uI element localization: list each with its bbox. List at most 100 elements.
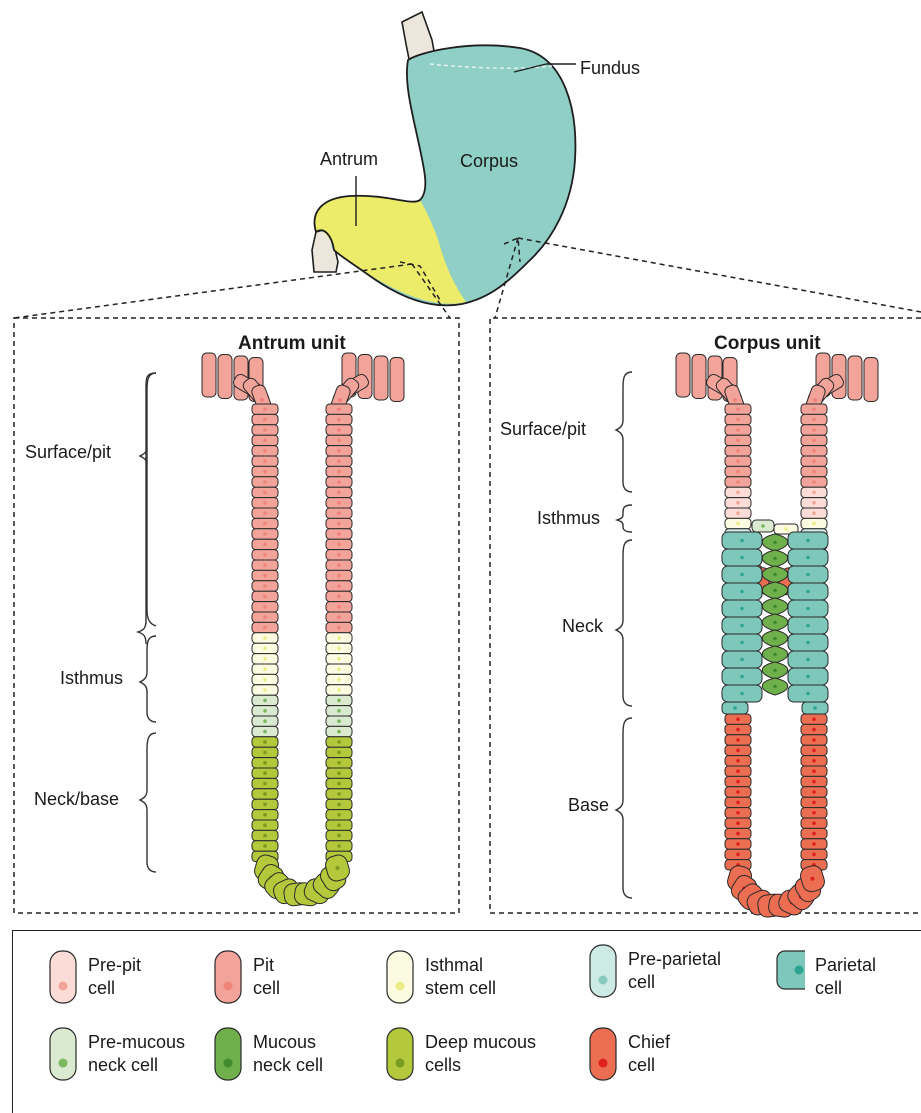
- corpus-neck-parietal-left-cell-nucleus: [740, 692, 744, 696]
- antrum-region-surface-pit-label: Surface/pit: [25, 442, 111, 462]
- antrum-right-cell-nucleus: [337, 823, 341, 827]
- antrum-fan-right-cell: [390, 358, 404, 402]
- antrum-right-cell-nucleus: [337, 605, 341, 609]
- corpus-base-chief-right-cell-nucleus: [812, 749, 816, 753]
- corpus-base-chief-right-cell-nucleus: [812, 801, 816, 805]
- corpus-neck-parietal-right-cell-nucleus: [806, 624, 810, 628]
- parietal-cell-icon: [775, 949, 805, 1007]
- antrum-unit-title: Antrum unit: [238, 333, 346, 354]
- legend-item-isthmal-stem-cell: Isthmal stem cell: [385, 949, 496, 1007]
- corpus-label: Corpus: [460, 151, 518, 171]
- corpus-neck-mucous-cell-nucleus: [773, 685, 777, 689]
- antrum-left-cell-nucleus: [263, 418, 267, 422]
- antrum-right-cell-nucleus: [337, 553, 341, 557]
- antrum-left-cell-nucleus: [263, 834, 267, 838]
- corpus-base-chief-right-cell-nucleus: [812, 738, 816, 742]
- pit-cell-icon: [213, 949, 243, 1007]
- antrum-right-cell-nucleus: [337, 532, 341, 536]
- legend-label: Pre-parietal cell: [628, 948, 721, 994]
- antrum-right-cell-nucleus: [337, 439, 341, 443]
- corpus-right-cell-nucleus: [812, 407, 816, 411]
- antrum-right-cell-nucleus: [337, 449, 341, 453]
- mucous-neck-cell-nucleus: [224, 1059, 233, 1068]
- antrum-right-cell-nucleus: [337, 563, 341, 567]
- corpus-base-chief-right-cell-nucleus: [812, 832, 816, 836]
- antrum-left-cell-nucleus: [263, 491, 267, 495]
- antrum-left-cell-nucleus: [263, 543, 267, 547]
- antrum-left-cell-nucleus: [263, 428, 267, 432]
- corpus-fan-right-cell: [848, 356, 862, 400]
- chief-cell-nucleus: [599, 1059, 608, 1068]
- antrum-right-cell-nucleus: [337, 678, 341, 682]
- antrum-left-cell-nucleus: [263, 761, 267, 765]
- antrum-left-cell-nucleus: [263, 532, 267, 536]
- corpus-left-cell-nucleus: [736, 491, 740, 495]
- antrum-left-cell-nucleus: [263, 553, 267, 557]
- legend-item-chief-cell: Chief cell: [588, 1026, 670, 1084]
- antrum-left-cell-nucleus: [263, 803, 267, 807]
- antrum-right-cell-nucleus: [337, 740, 341, 744]
- pre-pit-cell-icon: [48, 949, 78, 1007]
- antrum-right-cell-nucleus: [337, 667, 341, 671]
- antrum-label: Antrum: [320, 149, 378, 169]
- chief-cell-icon: [588, 1026, 618, 1084]
- deep-mucous-cell-swatch: [387, 1028, 413, 1080]
- corpus-neck-parietal-right-cell-nucleus: [806, 658, 810, 662]
- corpus-right-cell-nucleus: [812, 511, 816, 515]
- pre-mucous-neck-cell-nucleus: [59, 1059, 68, 1068]
- corpus-right-cell-nucleus: [812, 470, 816, 474]
- corpus-region-neck-label: Neck: [562, 616, 604, 636]
- corpus-neck-parietal-left-cell-nucleus: [740, 607, 744, 611]
- corpus-neck-mucous-cell-nucleus: [773, 605, 777, 609]
- corpus-left-cell-nucleus: [736, 428, 740, 432]
- antrum-unit-panel: [14, 318, 459, 913]
- antrum-right-cell-nucleus: [337, 595, 341, 599]
- antrum-left-cell-nucleus: [263, 636, 267, 640]
- corpus-right-cell-nucleus: [812, 491, 816, 495]
- legend-item-deep-mucous-cell: Deep mucous cells: [385, 1026, 536, 1084]
- pit-cell-swatch: [215, 951, 241, 1003]
- antrum-right-cell-nucleus: [337, 657, 341, 661]
- corpus-neck-mucous-cell-nucleus: [773, 573, 777, 577]
- antrum-left-cell-nucleus: [263, 771, 267, 775]
- corpus-isthmus-premucous-cell-nucleus: [761, 524, 765, 528]
- corpus-base-chief-left-cell-nucleus: [736, 749, 740, 753]
- antrum-right-cell-nucleus: [337, 574, 341, 578]
- antrum-right-cell-nucleus: [337, 459, 341, 463]
- stomach: Fundus Antrum Corpus: [312, 12, 640, 305]
- corpus-neck-mucous-cell-nucleus: [773, 589, 777, 593]
- antrum-left-cell-nucleus: [263, 844, 267, 848]
- corpus-base-chief-left-cell-nucleus: [736, 769, 740, 773]
- corpus-base-chief-right-cell-nucleus: [812, 769, 816, 773]
- antrum-left-cell-nucleus: [263, 709, 267, 713]
- corpus-left-cell-nucleus: [736, 501, 740, 505]
- antrum-left-cell-nucleus: [263, 792, 267, 796]
- antrum-right-cell-nucleus: [337, 844, 341, 848]
- corpus-right-cell-nucleus: [812, 449, 816, 453]
- antrum-right-cell-nucleus: [337, 470, 341, 474]
- corpus-base-chief-left-cell-nucleus: [736, 832, 740, 836]
- corpus-isthmus-stem-cell-nucleus: [784, 527, 788, 531]
- corpus-neck-mucous-cell-nucleus: [773, 653, 777, 657]
- antrum-right-cell-nucleus: [337, 751, 341, 755]
- antrum-right-cell-nucleus: [337, 647, 341, 651]
- antrum-shoulder-right-cell-nucleus: [338, 398, 342, 402]
- pre-mucous-neck-cell-icon: [48, 1026, 78, 1084]
- antrum-right-cell-nucleus: [337, 813, 341, 817]
- antrum-right-cell-nucleus: [337, 792, 341, 796]
- corpus-neck-brace: [616, 540, 632, 706]
- corpus-region-surface-pit-label: Surface/pit: [500, 419, 586, 439]
- antrum-right-cell-nucleus: [337, 626, 341, 630]
- corpus-neck-parietal-right-cell-nucleus: [806, 675, 810, 679]
- antrum-left-cell-nucleus: [263, 782, 267, 786]
- antrum-right-cell-nucleus: [337, 511, 341, 515]
- corpus-shoulder-left-cell-nucleus: [733, 398, 737, 402]
- corpus-base-chief-right-cell-nucleus: [812, 811, 816, 815]
- corpus-neck-parietal-left-cell-nucleus: [740, 590, 744, 594]
- corpus-braces: [616, 372, 632, 898]
- antrum-left-cell-nucleus: [263, 740, 267, 744]
- antrum-right-cell-nucleus: [337, 719, 341, 723]
- antrum-left-cell-nucleus: [263, 605, 267, 609]
- antrum-right-cell-nucleus: [337, 584, 341, 588]
